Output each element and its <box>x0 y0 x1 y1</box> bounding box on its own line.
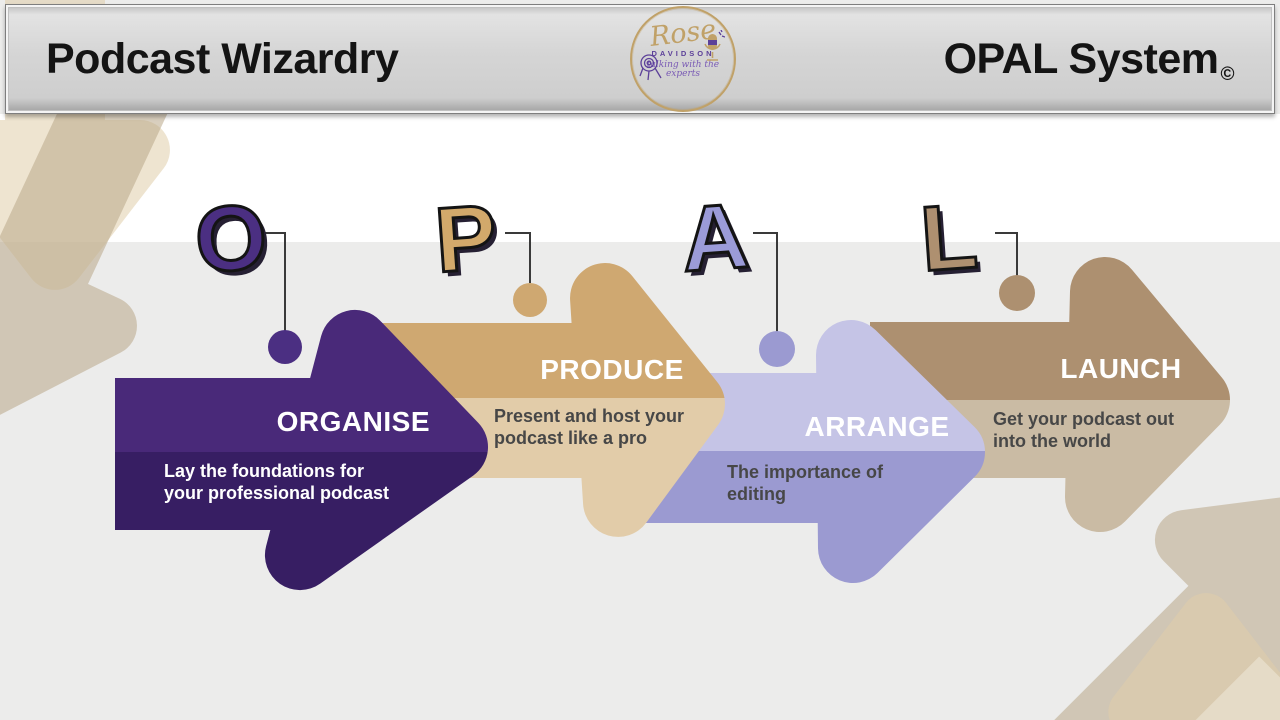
logo-tagline: talking with the experts <box>646 59 720 79</box>
connector-p <box>505 232 531 283</box>
copyright-symbol: © <box>1220 63 1235 85</box>
rose-flower-icon <box>639 54 662 81</box>
dot-a <box>759 331 795 367</box>
dot-p <box>513 283 547 317</box>
connector-a <box>753 232 778 332</box>
connector-o <box>262 232 286 331</box>
logo-surname: DAVIDSON <box>651 49 715 58</box>
connector-l <box>995 232 1018 276</box>
page-title-left: Podcast Wizardry <box>46 34 399 83</box>
dot-l <box>999 275 1035 311</box>
microphone-icon <box>704 30 725 61</box>
white-band <box>0 114 1280 242</box>
brand-logo: Rose DAVIDSON talking with the experts <box>630 6 736 112</box>
opal-system-label: OPAL System <box>943 34 1219 83</box>
dot-o <box>268 330 302 364</box>
header-bar: Podcast Wizardry OPAL System© <box>5 4 1275 114</box>
page-title-right: OPAL System© <box>943 34 1235 85</box>
